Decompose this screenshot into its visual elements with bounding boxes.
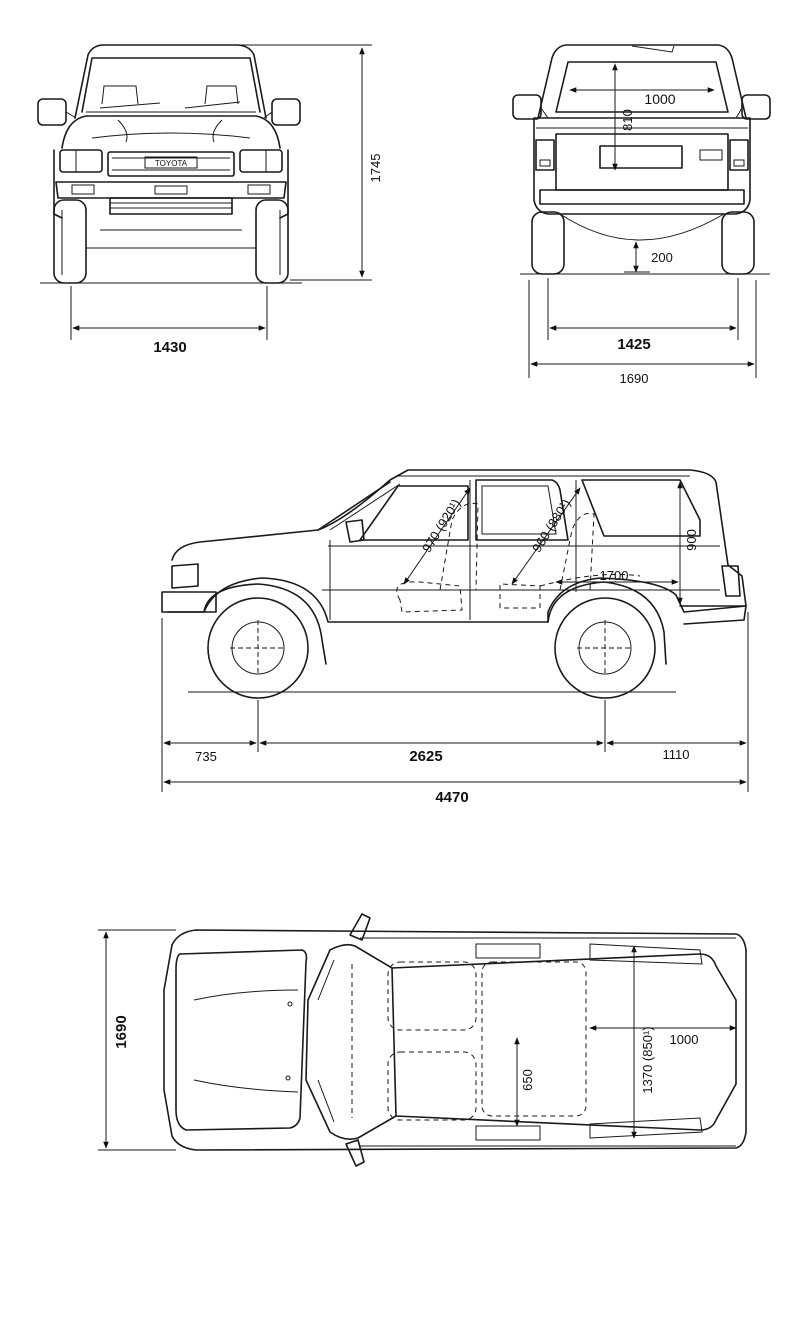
overall-length-label: 4470	[435, 789, 468, 806]
front-view: TOYOTA	[37, 44, 302, 284]
top-dimensions: 1690 1000 1370 (850¹) 650	[98, 929, 737, 1151]
top-view	[163, 913, 747, 1167]
front-overhang-label: 735	[195, 749, 217, 764]
wheelbase-label: 2625	[409, 748, 442, 765]
rear-cargo-width-label: 1000	[644, 91, 675, 107]
rear-track-label: 1425	[617, 336, 650, 353]
rear-overhang-label: 1110	[663, 747, 690, 762]
rear-cargo-height-label: 810	[620, 109, 635, 131]
rear-dimensions: 1000 810 200 1425 1690	[528, 63, 757, 386]
side-view	[161, 469, 747, 699]
rear-view	[512, 44, 771, 275]
front-track-label: 1430	[153, 339, 186, 356]
side-dimensions: 970 (920¹) 960 (880¹) 900 1700 735 2625 …	[161, 481, 749, 806]
top-cargo-width-label: 1370 (850¹)	[640, 1026, 655, 1093]
front-dimensions: 1745 1430	[70, 44, 383, 356]
rear-clearance-label: 200	[651, 250, 673, 265]
side-cargo-length-label: 1700	[600, 568, 629, 583]
top-cargo-length-label: 1000	[670, 1032, 699, 1047]
front-emblem: TOYOTA	[155, 159, 188, 168]
rear-overall-width-label: 1690	[620, 371, 649, 386]
top-seat-depth-label: 650	[520, 1069, 535, 1091]
top-overall-width-label: 1690	[113, 1015, 130, 1048]
front-height-label: 1745	[368, 154, 383, 183]
side-cargo-height-label: 900	[684, 529, 699, 551]
